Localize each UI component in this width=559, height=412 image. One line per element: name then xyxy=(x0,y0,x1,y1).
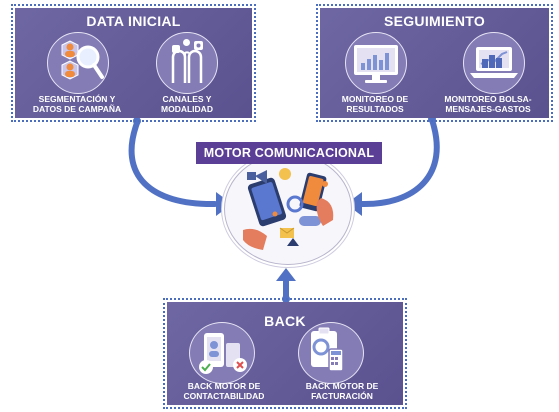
arrow-left-to-center xyxy=(128,120,218,208)
connector-dot-bottom xyxy=(282,295,290,303)
label-back-facturacion: BACK MOTOR DE FACTURACIÓN xyxy=(305,381,379,401)
social-media-icon xyxy=(156,32,218,94)
panel-seguimiento: SEGUIMIENTO MONITOREO DE RESULTADOS xyxy=(316,4,553,122)
laptop-chart-icon xyxy=(463,32,525,94)
label-back-contactabilidad: BACK MOTOR DE CONTACTABILIDAD xyxy=(183,381,265,401)
arrow-right-to-center xyxy=(359,117,440,208)
label-monitoreo-resultados: MONITOREO DE RESULTADOS xyxy=(341,94,409,114)
panel-title-data-inicial: DATA INICIAL xyxy=(86,13,181,29)
label-canales: CANALES Y MODALIDAD xyxy=(161,94,213,114)
panel-data-inicial: DATA INICIAL SEGMENTACIÓN Y DATOS DE CAM… xyxy=(11,4,256,122)
phone-contact-icon xyxy=(189,322,255,384)
connector-dot-left xyxy=(133,117,141,125)
monitor-chart-icon xyxy=(345,32,407,94)
connector-dot-right xyxy=(428,115,436,123)
panel-title-seguimiento: SEGUIMIENTO xyxy=(383,13,486,29)
people-search-icon xyxy=(47,32,109,94)
panel-back: BACK BACK MOTOR DE CONTACTABILIDAD xyxy=(163,298,407,409)
arrow-right-head xyxy=(346,192,362,216)
label-segmentacion: SEGMENTACIÓN Y DATOS DE CAMPAÑA xyxy=(32,94,122,114)
arrow-bottom-head xyxy=(276,268,296,281)
motor-illustration xyxy=(224,153,352,265)
panel-title-back: BACK xyxy=(264,313,306,329)
label-monitoreo-bolsa: MONITOREO BOLSA- MENSAJES-GASTOS xyxy=(444,94,532,114)
calculator-invoice-icon xyxy=(298,322,364,384)
motor-comunicacional-title: MOTOR COMUNICACIONAL xyxy=(196,142,382,164)
